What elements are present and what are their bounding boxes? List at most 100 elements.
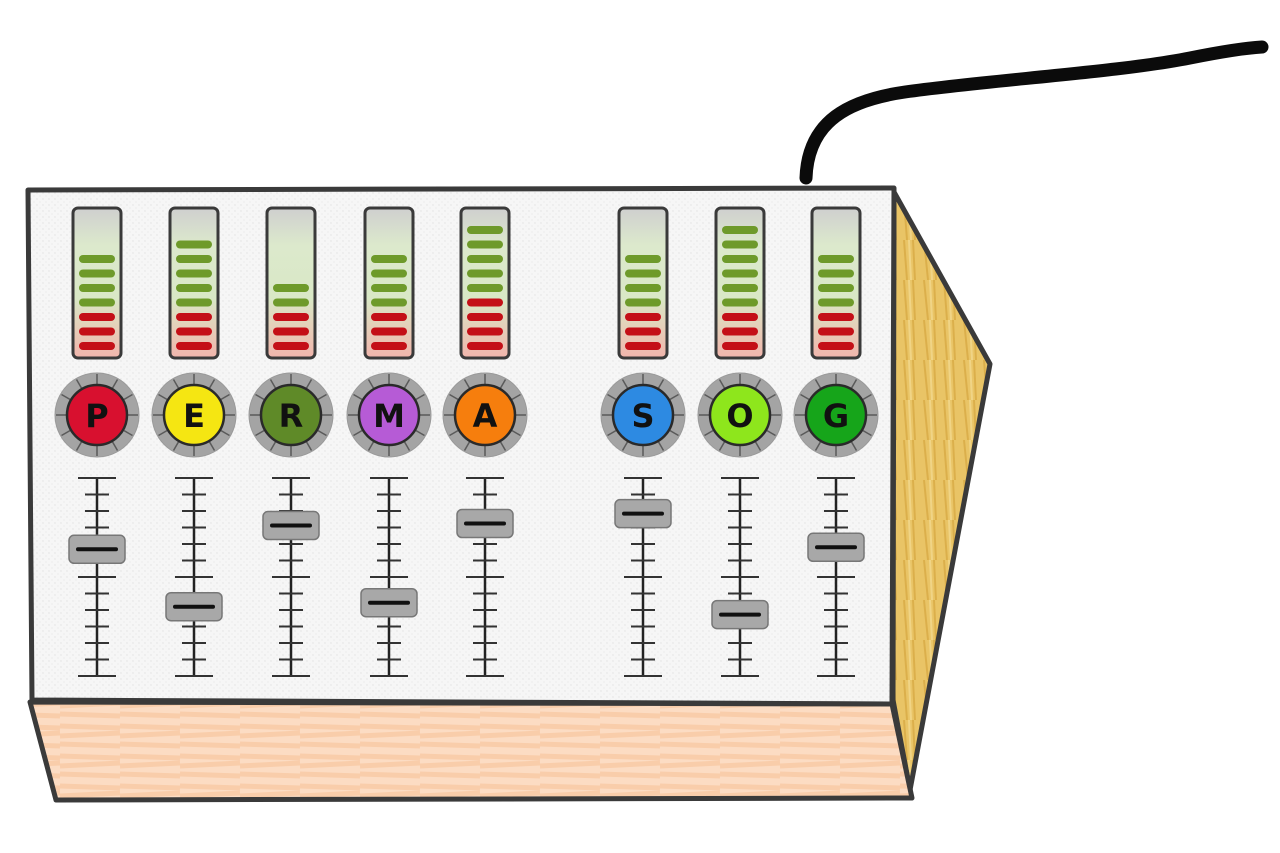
level-segment-red <box>79 313 115 321</box>
knob-tick <box>754 379 762 389</box>
level-segment-green <box>625 298 661 307</box>
knob-tick <box>449 393 459 401</box>
knob-tick <box>607 393 617 401</box>
knob-tick <box>158 429 168 437</box>
fader-handle-m[interactable] <box>360 587 418 618</box>
knob-tick <box>704 429 714 437</box>
knob-tick <box>172 379 180 389</box>
knob-tick <box>415 393 425 401</box>
knob-m[interactable] <box>357 383 421 447</box>
level-segment-green <box>371 255 407 263</box>
fader-handle-a[interactable] <box>456 508 514 539</box>
knob-tick <box>317 393 327 401</box>
level-segment-green <box>273 298 309 307</box>
level-segment-green <box>371 298 407 307</box>
knob-letter-2: E <box>183 397 205 435</box>
knob-tick <box>463 379 471 389</box>
level-segment-green <box>176 298 212 307</box>
knob-tick <box>415 429 425 437</box>
level-segment-red <box>371 327 407 336</box>
level-segment-green <box>79 269 115 278</box>
fader-handle-o[interactable] <box>711 599 769 630</box>
knob-o[interactable] <box>708 383 772 447</box>
knob-tick <box>766 393 776 401</box>
knob-tick <box>269 441 277 451</box>
knob-tick <box>814 441 822 451</box>
knob-tick <box>621 441 629 451</box>
level-segment-green <box>79 298 115 307</box>
level-segment-red <box>176 342 212 350</box>
level-segment-green <box>176 255 212 263</box>
knob-tick <box>61 393 71 401</box>
knob-tick <box>718 379 726 389</box>
knob-tick <box>607 429 617 437</box>
channel-strip-o: O <box>697 206 783 677</box>
knob-tick <box>800 393 810 401</box>
level-segment-red <box>79 327 115 336</box>
channel-strip-m: M <box>346 206 432 677</box>
level-segment-red <box>722 327 758 336</box>
level-segment-red <box>625 327 661 336</box>
knob-g[interactable] <box>804 383 868 447</box>
knob-tick <box>657 441 665 451</box>
channel-strip-g: G <box>793 206 879 677</box>
level-segment-red <box>722 313 758 321</box>
level-segment-red <box>625 342 661 350</box>
knob-letter-1: P <box>85 397 108 435</box>
knob-tick <box>862 393 872 401</box>
knob-p[interactable] <box>65 383 129 447</box>
fader-handle-g[interactable] <box>807 532 865 563</box>
knob-tick <box>403 379 411 389</box>
level-segment-green <box>467 255 503 263</box>
knob-tick <box>499 379 507 389</box>
fader-handle-r[interactable] <box>262 510 320 541</box>
level-segment-red <box>818 327 854 336</box>
knob-tick <box>305 441 313 451</box>
level-segment-green <box>818 298 854 307</box>
knob-tick <box>269 379 277 389</box>
level-segment-green <box>273 284 309 292</box>
fader-handle-p[interactable] <box>68 534 126 565</box>
channel-strip-s: S <box>600 206 686 677</box>
level-segment-red <box>818 342 854 350</box>
knob-letter-6: S <box>631 397 654 435</box>
knob-letter-5: A <box>473 397 498 435</box>
knob-s[interactable] <box>611 383 675 447</box>
level-segment-green <box>176 240 212 249</box>
level-segment-red <box>467 342 503 350</box>
fader-handle-e[interactable] <box>165 591 223 622</box>
knob-tick <box>123 429 133 437</box>
level-segment-green <box>722 284 758 292</box>
level-segment-green <box>176 269 212 278</box>
knob-r[interactable] <box>259 383 323 447</box>
level-segment-red <box>722 342 758 350</box>
channel-strip-e: E <box>151 206 237 677</box>
knob-e[interactable] <box>162 383 226 447</box>
knob-tick <box>403 441 411 451</box>
knob-a[interactable] <box>453 383 517 447</box>
knob-tick <box>669 393 679 401</box>
level-segment-green <box>79 255 115 263</box>
knob-tick <box>669 429 679 437</box>
knob-tick <box>75 441 83 451</box>
knob-tick <box>862 429 872 437</box>
knob-letter-7: O <box>726 397 753 435</box>
knob-tick <box>353 393 363 401</box>
level-segment-red <box>818 313 854 321</box>
knob-letter-4: M <box>373 397 405 435</box>
knob-tick <box>220 393 230 401</box>
level-segment-green <box>722 255 758 263</box>
level-segment-red <box>371 342 407 350</box>
level-segment-red <box>625 313 661 321</box>
knob-letter-8: G <box>823 397 849 435</box>
knob-tick <box>353 429 363 437</box>
console-base <box>27 699 915 803</box>
knob-tick <box>255 393 265 401</box>
fader-handle-s[interactable] <box>614 498 672 529</box>
console-side-panel <box>890 189 993 793</box>
knob-tick <box>367 441 375 451</box>
knob-tick <box>208 379 216 389</box>
knob-tick <box>111 441 119 451</box>
level-segment-green <box>625 269 661 278</box>
